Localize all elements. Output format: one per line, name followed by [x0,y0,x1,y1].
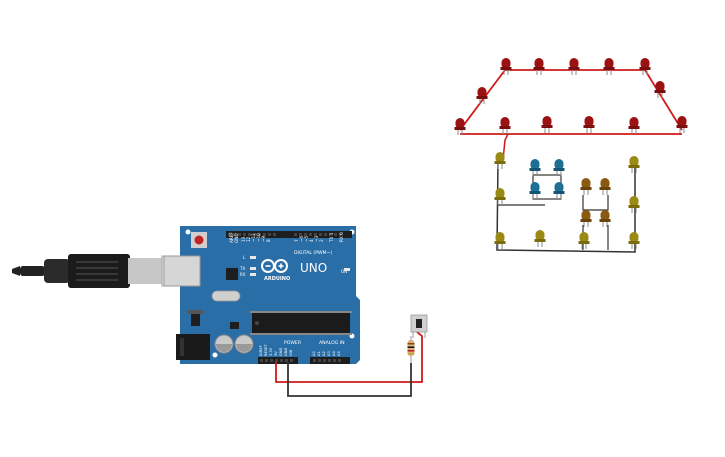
pin-label: 2 [319,239,324,242]
svg-text:GND: GND [279,348,283,356]
wall-led [494,187,506,206]
roof-led [568,57,580,76]
wall-leds [494,151,640,250]
svg-text:IOREF: IOREF [259,345,263,356]
roof-led [454,117,466,136]
door-leds [578,177,611,250]
pin-label: ~3 [314,235,319,242]
arduino-logo-icon [261,259,288,273]
small-chip [230,322,239,329]
door-led [578,231,590,250]
pin-label: ~11 [251,233,256,242]
roof-led [603,57,615,76]
power-label: POWER [284,340,302,346]
board-model: UNO [300,261,327,275]
roof-leds [454,57,688,136]
pin-label: RX 0 [339,232,344,242]
svg-text:RESET: RESET [264,344,268,356]
roof-led [628,116,640,135]
svg-text:A3: A3 [327,351,331,356]
capacitors [214,334,254,354]
pin-label: ~9 [261,235,266,242]
svg-text:A2: A2 [322,351,326,356]
mount-hole [212,352,218,358]
on-label: ON [341,269,347,274]
window-led [553,181,565,200]
door-led [580,209,592,228]
svg-text:VIN: VIN [289,349,293,356]
svg-text:3.3V: 3.3V [269,347,273,356]
aref-label: AREF [229,232,234,243]
reset-button[interactable] [191,232,207,248]
resistor[interactable] [407,336,415,363]
svg-text:A1: A1 [317,351,321,356]
crystal [211,290,241,302]
tx-label: TX [239,266,245,271]
pin-label: ~10 [256,233,261,242]
roof-led [639,57,651,76]
bottom-headers [258,357,350,364]
digital-header [226,231,352,238]
mount-hole [185,229,191,235]
wall-led [534,229,546,248]
voltage-regulator [191,314,200,326]
pin-labels: AREF GND 13 12 ~11 ~10 ~9 8 7 ~6 ~5 4 ~3… [229,232,344,243]
svg-text:A5: A5 [337,351,341,356]
door-led [580,177,592,196]
house-wiring [459,69,683,253]
svg-text:GND: GND [284,348,288,356]
microcontroller-chip [250,311,352,335]
arduino-board[interactable]: AREF GND 13 12 ~11 ~10 ~9 8 7 ~6 ~5 4 ~3… [163,226,360,364]
roof-led [583,115,595,134]
pin-label: 13 [241,236,246,242]
pin-label: 7 [294,239,299,242]
roof-led [499,116,511,135]
pin-label: 12 [246,236,251,242]
wall-led [494,151,506,170]
wall-led [628,155,640,174]
roof-led [533,57,545,76]
window-leds [529,158,565,200]
pin-label: TX 1 [329,232,334,243]
svg-text:A0: A0 [312,351,316,356]
arduino-logo-text: ARDUINO [264,276,290,282]
roof-led [676,115,688,134]
button-wiring [275,331,423,397]
pin-label: ~5 [304,235,309,242]
window-led [529,181,541,200]
analog-in-label: ANALOG IN [319,340,345,346]
gnd-label: GND [234,233,239,243]
wall-led [628,195,640,214]
pushbutton[interactable] [410,314,428,338]
svg-text:5V: 5V [274,351,278,356]
power-pin-labels: IOREF RESET 3.3V 5V GND GND VIN A0 A1 A2… [259,344,341,356]
window-led [553,158,565,177]
wall-led [494,231,506,250]
digital-header-label: DIGITAL (PWM~) [294,250,332,256]
wall-led [628,231,640,250]
door-led [599,209,611,228]
pin-label: 8 [266,239,271,242]
l-label: L [243,255,246,260]
window-led [529,158,541,177]
usb-port [163,255,201,287]
door-led [599,177,611,196]
usb-chip [226,268,238,280]
svg-text:A4: A4 [332,351,336,356]
pin-label: ~6 [299,235,304,242]
pin-label: 4 [309,239,314,242]
status-leds: L TX RX ON [239,255,350,277]
roof-led [541,115,553,134]
rx-label: RX [240,272,246,277]
